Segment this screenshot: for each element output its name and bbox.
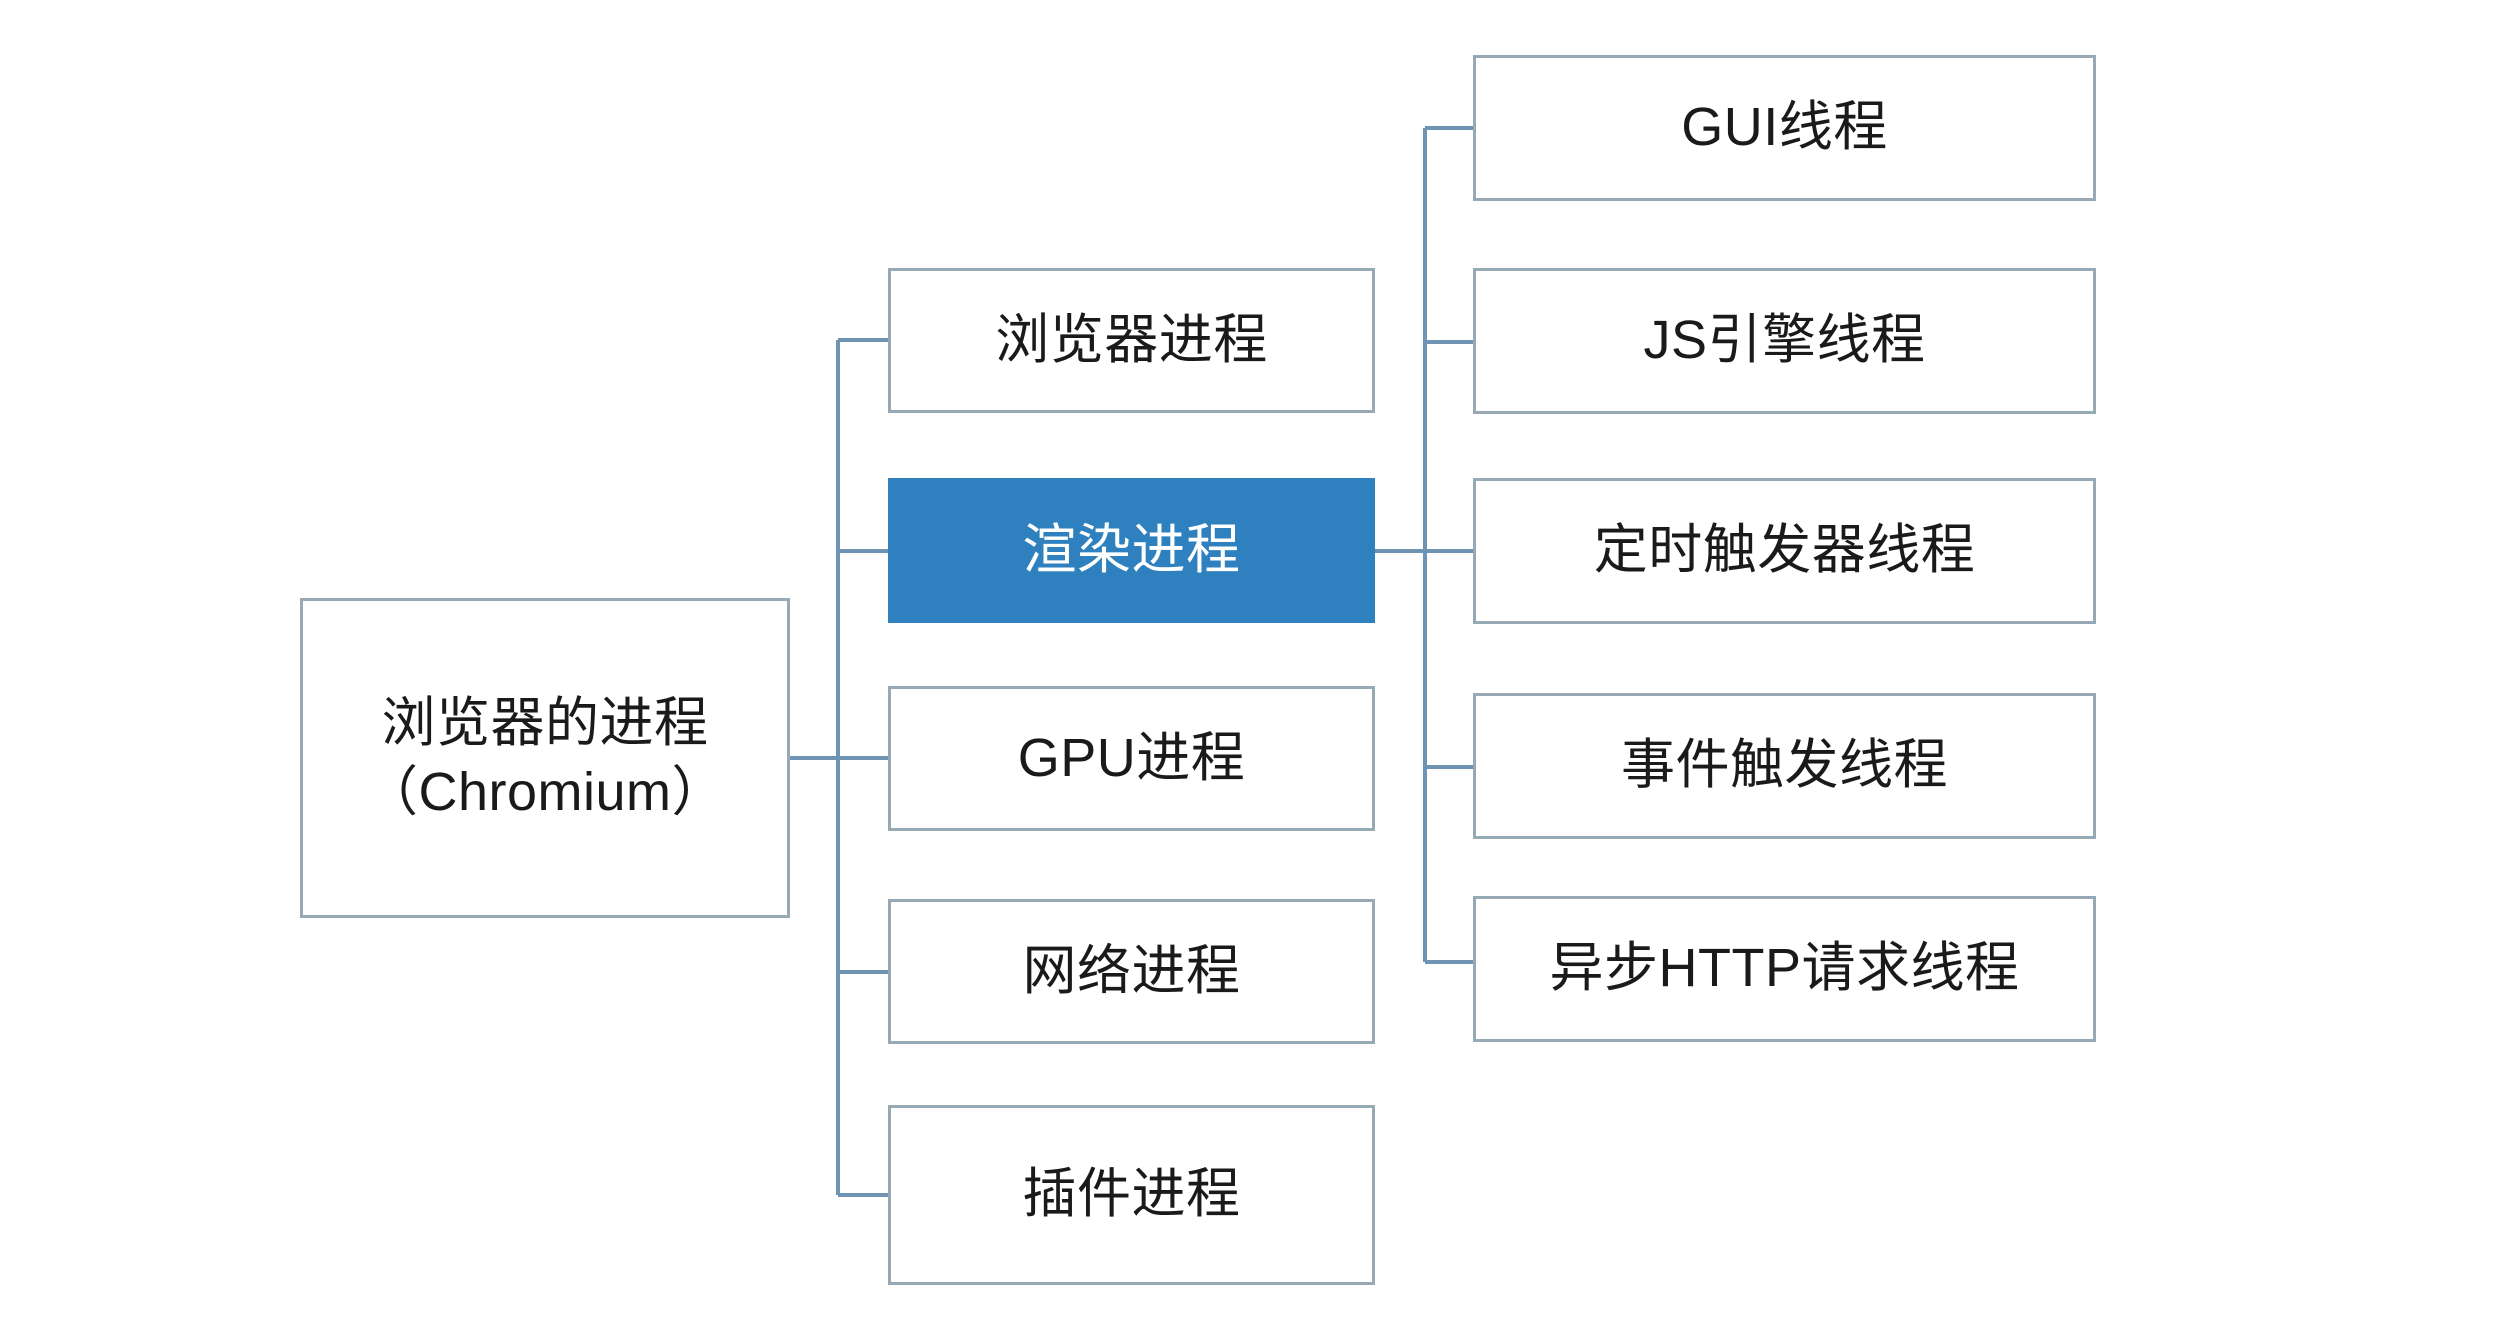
node-thread-gui-label: GUI线程 xyxy=(1681,97,1888,158)
node-thread-timer-label: 定时触发器线程 xyxy=(1593,520,1976,581)
node-process-plugin-label: 插件进程 xyxy=(1022,1164,1241,1225)
node-process-browser[interactable]: 浏览器进程 xyxy=(888,268,1375,413)
node-thread-async-http[interactable]: 异步HTTP请求线程 xyxy=(1473,896,2096,1042)
node-process-plugin[interactable]: 插件进程 xyxy=(888,1105,1375,1285)
node-thread-js-engine[interactable]: JS引擎线程 xyxy=(1473,268,2096,414)
node-thread-event-trigger[interactable]: 事件触发线程 xyxy=(1473,693,2096,839)
node-root-browser-processes[interactable]: 浏览器的进程 （Chromium） xyxy=(300,598,790,918)
node-thread-js-engine-label: JS引擎线程 xyxy=(1643,310,1926,371)
node-process-network-label: 网络进程 xyxy=(1022,940,1241,1001)
node-process-network[interactable]: 网络进程 xyxy=(888,899,1375,1044)
node-process-browser-label: 浏览器进程 xyxy=(995,309,1268,370)
node-thread-event-trigger-label: 事件触发线程 xyxy=(1621,735,1948,796)
node-process-gpu-label: GPU进程 xyxy=(1017,727,1246,788)
node-process-renderer-label: 渲染进程 xyxy=(1022,519,1241,580)
node-root-label: 浏览器的进程 （Chromium） xyxy=(363,692,727,822)
node-thread-gui[interactable]: GUI线程 xyxy=(1473,55,2096,201)
node-thread-async-http-label: 异步HTTP请求线程 xyxy=(1549,938,2020,999)
node-process-gpu[interactable]: GPU进程 xyxy=(888,686,1375,831)
node-thread-timer[interactable]: 定时触发器线程 xyxy=(1473,478,2096,624)
node-process-renderer[interactable]: 渲染进程 xyxy=(888,478,1375,623)
